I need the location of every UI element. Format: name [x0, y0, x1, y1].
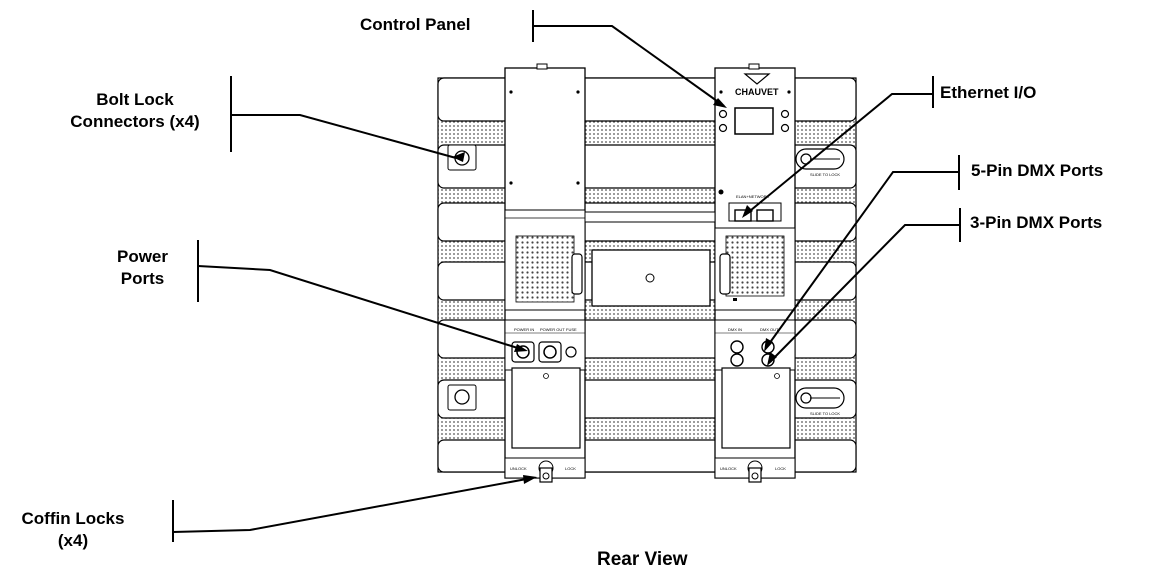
bolt-lock-label: Bolt Lock Connectors (x4)	[50, 89, 220, 133]
bolt-lock-bottom-left	[454, 389, 470, 405]
power-ports-label: Power Ports	[100, 246, 185, 290]
slide-to-lock-bottom: SLIDE TO LOCK	[810, 411, 840, 416]
coffin-locks-label-line2: (x4)	[57, 531, 89, 550]
bolt-lock-label-line1: Bolt Lock	[96, 90, 174, 109]
rear-view-title: Rear View	[597, 549, 688, 570]
unlock-label-left: UNLOCK	[510, 466, 527, 471]
fuse-holder	[565, 346, 577, 358]
dmx-out-label: DMX OUT	[760, 327, 779, 332]
chauvet-logo	[743, 73, 771, 85]
three-pin-dmx-label: 3-Pin DMX Ports	[970, 213, 1103, 232]
three-pin-dmx-in	[730, 353, 744, 367]
callout-arrowheads	[452, 98, 777, 484]
power-in-port	[511, 341, 535, 363]
network-label: ELAN+NETWORK	[736, 194, 770, 199]
power-ports-label-line1: Power	[116, 247, 169, 266]
power-in-label: POWER IN	[514, 327, 534, 332]
center-handle	[571, 211, 731, 307]
lock-label-left: LOCK	[565, 466, 576, 471]
power-out-label: POWER OUT	[540, 327, 565, 332]
ethernet-port-2	[756, 209, 774, 222]
lock-label-right: LOCK	[775, 466, 786, 471]
coffin-locks-label-line1: Coffin Locks	[21, 509, 125, 528]
control-panel-label: Control Panel	[360, 15, 471, 34]
unlock-label-right: UNLOCK	[720, 466, 737, 471]
bolt-lock-label-line2: Connectors (x4)	[70, 112, 200, 131]
coffin-locks-label: Coffin Locks (x4)	[8, 508, 138, 552]
five-pin-dmx-in	[730, 340, 744, 354]
five-pin-dmx-label: 5-Pin DMX Ports	[971, 161, 1104, 180]
fuse-label: FUSE	[566, 327, 577, 332]
left-column: POWER IN POWER OUT FUSE UNLOCK LOCK	[504, 63, 586, 483]
ethernet-io-label: Ethernet I/O	[940, 83, 1037, 102]
slide-to-lock-top: SLIDE TO LOCK	[810, 172, 840, 177]
power-out-port	[538, 341, 562, 363]
power-ports-label-line2: Ports	[120, 269, 165, 288]
callout-lines	[172, 10, 961, 542]
brand-text: CHAUVET	[735, 87, 779, 97]
control-panel-display	[734, 107, 774, 135]
dmx-in-label: DMX IN	[728, 327, 742, 332]
